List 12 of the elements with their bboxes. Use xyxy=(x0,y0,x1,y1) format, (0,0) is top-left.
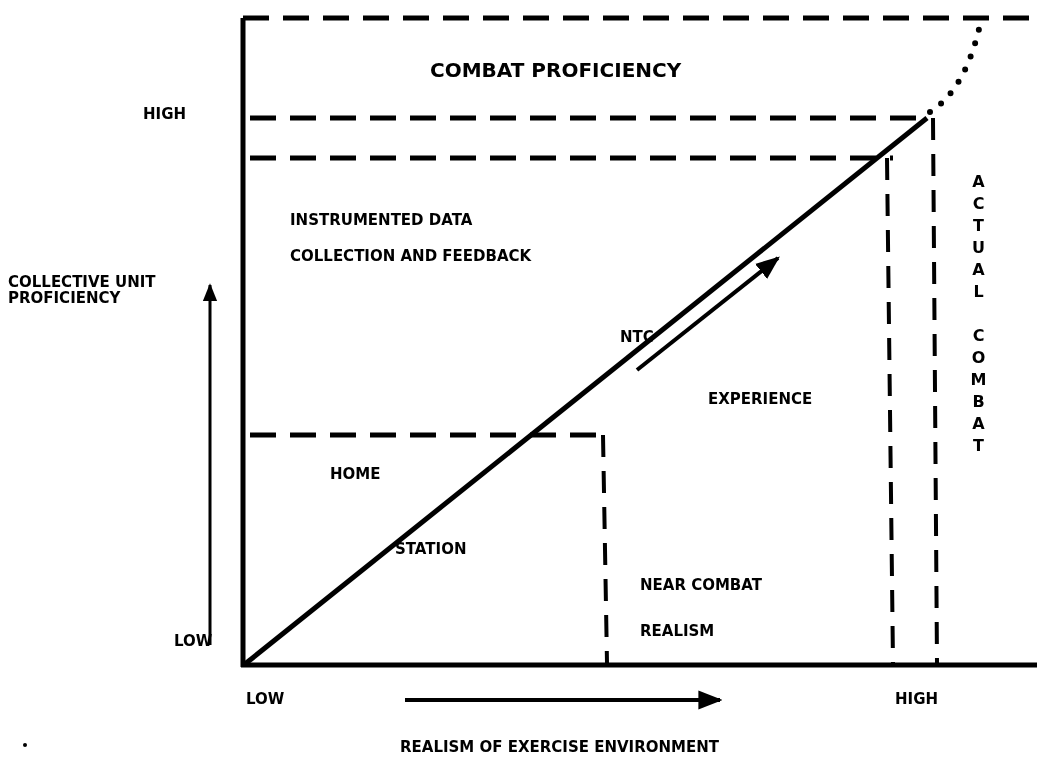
axis-tick-label: HIGH xyxy=(895,690,939,708)
axis-title: COLLECTIVE UNIT PROFICIENCY xyxy=(8,274,157,306)
region-label: STATION xyxy=(395,540,468,558)
region-label: HOME xyxy=(330,465,382,483)
region-label: ACTUAL COMBAT xyxy=(968,172,988,458)
axis-tick-label: LOW xyxy=(246,690,286,708)
axis-title: REALISM OF EXERCISE ENVIRONMENT xyxy=(400,738,720,756)
region-label: NEAR COMBAT REALISM xyxy=(640,575,763,642)
region-label: EXPERIENCE xyxy=(708,390,814,408)
axis-tick-label: HIGH xyxy=(143,105,187,123)
region-label: INSTRUMENTED DATA COLLECTION AND FEEDBACK xyxy=(290,210,533,267)
region-label: COMBAT PROFICIENCY xyxy=(430,58,683,82)
